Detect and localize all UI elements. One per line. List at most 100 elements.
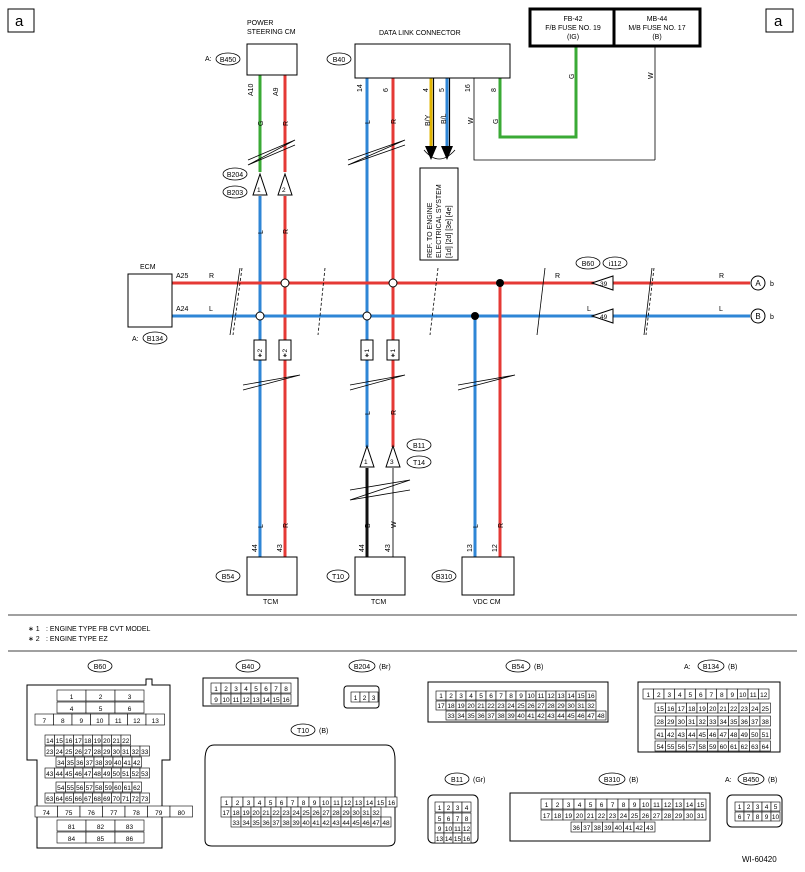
connector-pin-number: 38 <box>594 825 602 832</box>
connector-pin-number: 44 <box>56 771 64 778</box>
connector-pin-number: 27 <box>84 749 92 756</box>
connector-pin-number: 4 <box>765 804 769 811</box>
connector-pin-number: 21 <box>720 706 728 713</box>
connector-pin-number: 24 <box>751 706 759 713</box>
connector-pin-number: 61 <box>124 785 132 792</box>
connector-pin-number: 14 <box>445 836 453 843</box>
connector-pin-number: 19 <box>457 703 465 710</box>
connector-pin-number: 24 <box>507 703 515 710</box>
ecm-title: ECM <box>140 264 156 271</box>
connector-pin-number: 60 <box>114 785 122 792</box>
ref-oval <box>215 569 241 583</box>
connector-pin-number: 10 <box>445 826 453 833</box>
svg-text:L: L <box>365 411 372 415</box>
svg-text:3: 3 <box>390 459 394 466</box>
connector-pin-number: 8 <box>756 814 760 821</box>
svg-text:L: L <box>719 306 723 313</box>
connector-pin-number: 2 <box>363 695 367 702</box>
svg-text:L: L <box>258 524 265 528</box>
connector-pin-number: 33 <box>447 713 455 720</box>
connector-pin-number: 3 <box>756 804 760 811</box>
wire-color-labels: G R L R L R B/Y B/L W G G W L R L R B W … <box>209 72 724 528</box>
ref-oval <box>215 52 241 66</box>
connector-pin-number: 70 <box>113 796 121 803</box>
pin-label: 43 <box>385 544 392 552</box>
connector-pin-number: 10 <box>222 697 230 704</box>
connector-pin-number: 6 <box>128 706 132 713</box>
connector-pin-number: 20 <box>467 703 475 710</box>
connector-pin-number: 40 <box>114 760 122 767</box>
connector-label-b11: B11 <box>413 443 425 450</box>
connector-pin-number: 3 <box>128 694 132 701</box>
svg-text:(B): (B) <box>768 777 777 784</box>
connector-pin-number: 63 <box>751 744 759 751</box>
connector-pin <box>120 734 131 746</box>
connector-pin-number: 28 <box>547 703 555 710</box>
connector-pin-number: 3 <box>667 692 671 699</box>
pin-label: 6 <box>383 88 390 92</box>
connector-pin <box>770 811 781 822</box>
connector-pin-number: 33 <box>141 749 149 756</box>
connector-pin-number: 8 <box>61 718 65 725</box>
svg-text:B40: B40 <box>242 664 255 671</box>
svg-text:∗2: ∗2 <box>282 349 289 358</box>
svg-text:L: L <box>587 306 591 313</box>
svg-text:1: 1 <box>257 187 261 194</box>
connector-pin-number: 25 <box>517 703 525 710</box>
connector-pin-number: 77 <box>110 810 118 817</box>
connector-pin-number: 25 <box>762 706 770 713</box>
connector-pin-number: 18 <box>232 810 240 817</box>
connector-pin-number: 23 <box>282 810 290 817</box>
connector-pin-number: 4 <box>469 693 473 700</box>
note-mark: ∗ 2 <box>28 636 40 643</box>
ref-note-line2: ELECTRICAL SYSTEM <box>436 184 443 258</box>
connector-pin-number: 9 <box>730 692 734 699</box>
connector-pin-number: 5 <box>269 800 273 807</box>
power-steering-title-2: STEERING CM <box>247 29 296 36</box>
note-text: : ENGINE TYPE FB CVT MODEL <box>46 626 150 633</box>
connector-pin-number: 18 <box>688 706 696 713</box>
svg-text:∗1: ∗1 <box>364 349 371 358</box>
connector-pin <box>644 821 656 833</box>
splice-point <box>280 278 290 288</box>
connector-pin-number: 44 <box>688 732 696 739</box>
connector-pin-number: 2 <box>99 694 103 701</box>
connector-pin-number: 27 <box>653 813 661 820</box>
connector-pin-number: 4 <box>678 692 682 699</box>
connector-pin <box>585 700 597 711</box>
dlc-title: DATA LINK CONNECTOR <box>379 30 461 37</box>
connector-pin-number: 69 <box>103 796 111 803</box>
connector-pin-number: 5 <box>254 686 258 693</box>
connector-pin-number: 3 <box>247 800 251 807</box>
svg-text:(B): (B) <box>728 664 737 671</box>
connector-pin-number: 24 <box>292 810 300 817</box>
connector-pin-number: 54 <box>657 744 665 751</box>
connector-pin-number: 18 <box>447 703 455 710</box>
connector-pin-number: 38 <box>95 760 103 767</box>
connector-pin-number: 10 <box>322 800 330 807</box>
connector-pin-number: 26 <box>527 703 535 710</box>
connector-pin-number: 4 <box>244 686 248 693</box>
pin-label: 13 <box>467 544 474 552</box>
connector-pin-number: 30 <box>567 703 575 710</box>
connector-pin-number: 13 <box>152 718 160 725</box>
connector-pin-number: 35 <box>730 719 738 726</box>
ref-label: B134 <box>147 336 163 343</box>
svg-text:R: R <box>555 273 560 280</box>
connector-pin-number: 46 <box>577 713 585 720</box>
connector-pin-number: 18 <box>554 813 562 820</box>
fuse-fb-line2: F/B FUSE NO. 19 <box>545 25 601 32</box>
svg-text:W: W <box>468 117 475 124</box>
connector-pin-number: 21 <box>587 813 595 820</box>
connector-pin-number: 10 <box>739 692 747 699</box>
connector-pin-number: 41 <box>312 820 320 827</box>
connector-pin-number: 79 <box>155 810 163 817</box>
svg-text:R: R <box>283 229 290 234</box>
connector-pin-number: 17 <box>75 738 83 745</box>
fuse-mb-line2: M/B FUSE NO. 17 <box>628 25 685 32</box>
connector-pin-number: 49 <box>103 771 111 778</box>
svg-text:(B): (B) <box>534 664 543 671</box>
svg-text:W: W <box>648 72 655 79</box>
connector-pin-number: 29 <box>557 703 565 710</box>
connector-pin-number: 13 <box>355 800 363 807</box>
